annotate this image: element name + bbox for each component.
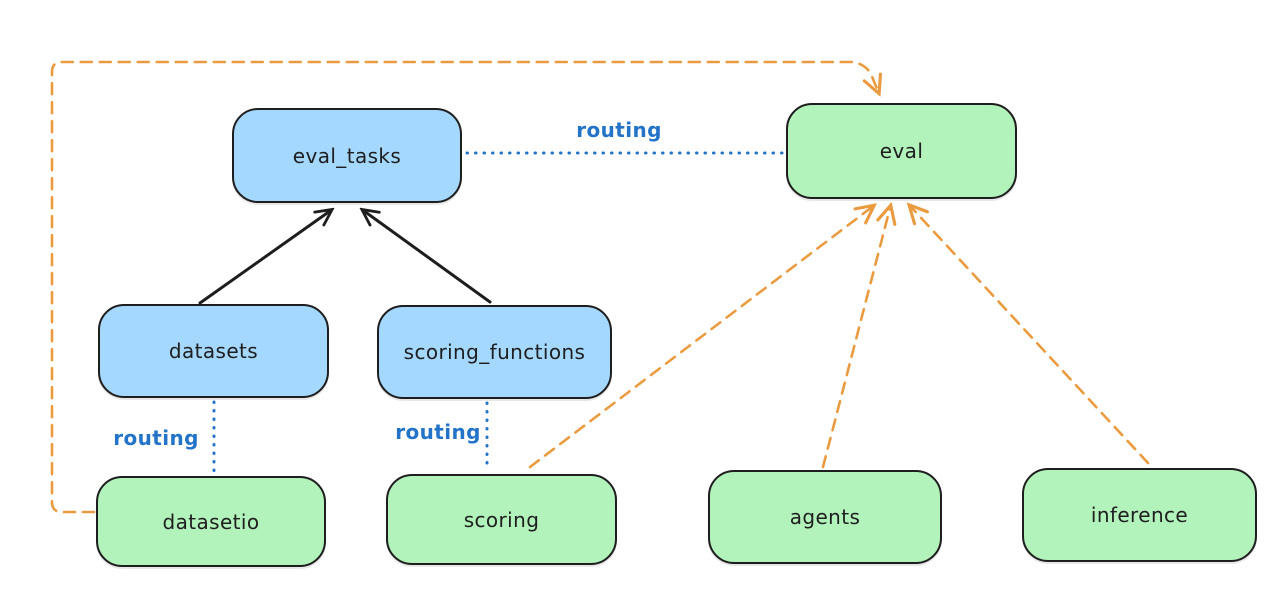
edge-scoring-to-eval bbox=[528, 207, 872, 469]
node-datasetio: datasetio bbox=[96, 476, 326, 567]
edge-agents-to-eval bbox=[821, 208, 890, 469]
node-eval-tasks-label: eval_tasks bbox=[292, 143, 402, 168]
node-scoring-label: scoring bbox=[463, 507, 540, 532]
node-inference-label: inference bbox=[1090, 503, 1189, 527]
edge-datasets-to-eval-tasks bbox=[198, 211, 330, 305]
node-scoring-functions-label: scoring_functions bbox=[403, 340, 586, 364]
node-datasetio-label: datasetio bbox=[162, 509, 260, 534]
node-agents-label: agents bbox=[789, 505, 861, 529]
routing-label-scoring-functions-scoring: routing bbox=[395, 420, 481, 444]
node-eval-tasks: eval_tasks bbox=[232, 108, 462, 203]
node-inference: inference bbox=[1022, 468, 1257, 562]
routing-label-datasets-datasetio: routing bbox=[113, 426, 199, 450]
node-scoring: scoring bbox=[386, 474, 617, 565]
node-agents: agents bbox=[708, 470, 942, 564]
node-eval-label: eval bbox=[879, 139, 924, 163]
edge-inference-to-eval bbox=[911, 207, 1150, 465]
node-datasets: datasets bbox=[98, 304, 329, 398]
edge-scoring-functions-to-eval-tasks bbox=[364, 211, 492, 304]
node-datasets-label: datasets bbox=[168, 339, 259, 363]
edge-datasetio-to-eval bbox=[50, 60, 878, 514]
routing-label-eval-tasks-eval: routing bbox=[576, 118, 662, 142]
node-eval: eval bbox=[786, 103, 1017, 199]
node-scoring-functions: scoring_functions bbox=[377, 305, 612, 399]
